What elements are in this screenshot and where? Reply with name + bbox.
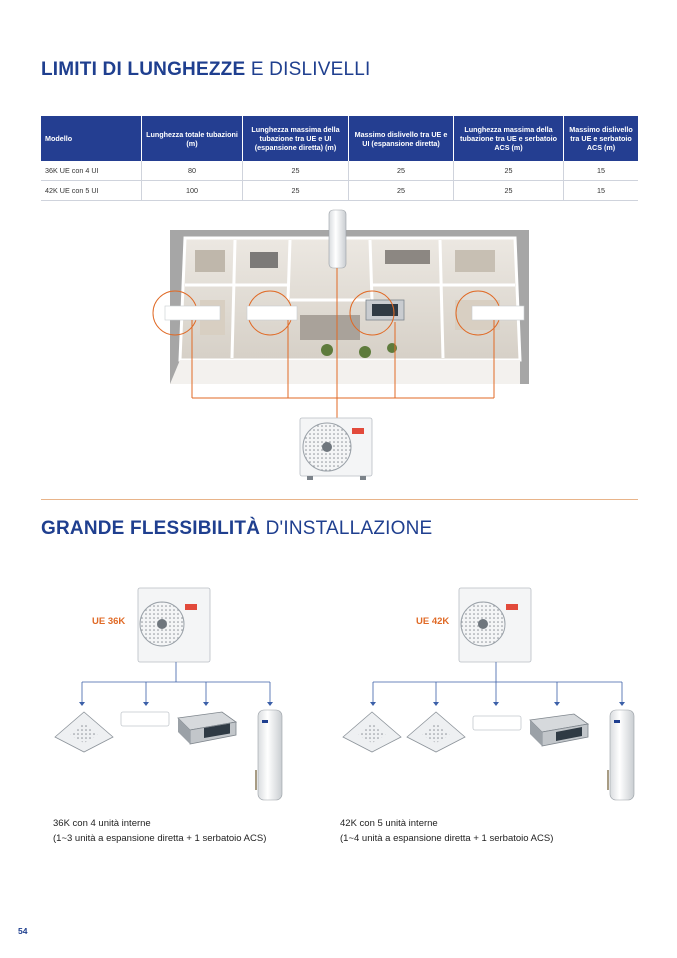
table-row: 42K UE con 5 UI 100 25 25 25 15	[41, 180, 638, 201]
table-cell: 25	[242, 180, 349, 201]
section-title-light: E DISLIVELLI	[250, 59, 371, 80]
section-title-flexibility: GRANDE FLESSIBILITÀ D'INSTALLAZIONE	[41, 518, 432, 540]
outdoor-unit-label-42k: UE 42K	[416, 616, 450, 627]
header-cell: Lunghezza massima della tubazione tra UE…	[242, 116, 349, 161]
table-cell: 25	[348, 180, 454, 201]
section-title-bold: GRANDE FLESSIBILITÀ	[41, 518, 261, 539]
table-cell: 42K UE con 5 UI	[41, 180, 142, 201]
outdoor-unit-label-36k: UE 36K	[92, 616, 126, 627]
cassette-unit-icon	[406, 711, 466, 753]
table-header-row: Modello Lunghezza totale tubazioni (m) L…	[41, 116, 638, 161]
table-cell: 80	[141, 161, 243, 181]
caption-line: (1~3 unità a espansione diretta + 1 serb…	[53, 833, 267, 844]
caption-line: 36K con 4 unità interne	[53, 818, 151, 829]
table-cell: 25	[453, 161, 564, 181]
header-cell: Massimo dislivello tra UE e UI (espansio…	[348, 116, 454, 161]
outdoor-unit-icon	[137, 587, 211, 663]
outdoor-unit-icon	[458, 587, 532, 663]
table-cell: 15	[563, 180, 638, 201]
section-title-bold: LIMITI DI LUNGHEZZE	[41, 59, 246, 80]
section-title-limits: LIMITI DI LUNGHEZZE E DISLIVELLI	[41, 59, 370, 81]
config-36k-caption: 36K con 4 unità interne (1~3 unità a esp…	[53, 816, 266, 846]
limits-table: Modello Lunghezza totale tubazioni (m) L…	[41, 116, 638, 201]
ducted-unit-icon	[177, 711, 238, 745]
wall-split-icon	[120, 711, 170, 727]
header-cell: Modello	[41, 116, 142, 161]
wall-split-icon	[472, 715, 522, 731]
table-cell: 36K UE con 4 UI	[41, 161, 142, 181]
config-36k-diagram	[54, 587, 283, 801]
header-cell: Lunghezza totale tubazioni (m)	[141, 116, 243, 161]
water-tank-icon	[607, 709, 635, 801]
table-cell: 25	[242, 161, 349, 181]
section-divider	[41, 499, 638, 500]
table-cell: 15	[563, 161, 638, 181]
water-tank-icon	[255, 709, 283, 801]
config-42k-diagram	[342, 587, 635, 801]
table-cell: 25	[453, 180, 564, 201]
table-row: 36K UE con 4 UI 80 25 25 25 15	[41, 161, 638, 181]
house-floorplan-icon	[152, 209, 529, 384]
caption-line: (1~4 unità a espansione diretta + 1 serb…	[340, 833, 554, 844]
ducted-unit-icon	[529, 713, 590, 747]
header-cell: Lunghezza massima della tubazione tra UE…	[453, 116, 564, 161]
cassette-unit-icon	[342, 711, 402, 753]
table-cell: 25	[348, 161, 454, 181]
piping-lines	[191, 268, 495, 418]
outdoor-unit-icon	[299, 417, 373, 480]
page-number: 54	[18, 926, 28, 936]
section-title-light: D'INSTALLAZIONE	[265, 518, 433, 539]
config-42k-caption: 42K con 5 unità interne (1~4 unità a esp…	[340, 816, 553, 846]
cassette-unit-icon	[54, 711, 114, 753]
caption-line: 42K con 5 unità interne	[340, 818, 438, 829]
table-cell: 100	[141, 180, 243, 201]
header-cell: Massimo dislivello tra UE e serbatoio AC…	[563, 116, 638, 161]
